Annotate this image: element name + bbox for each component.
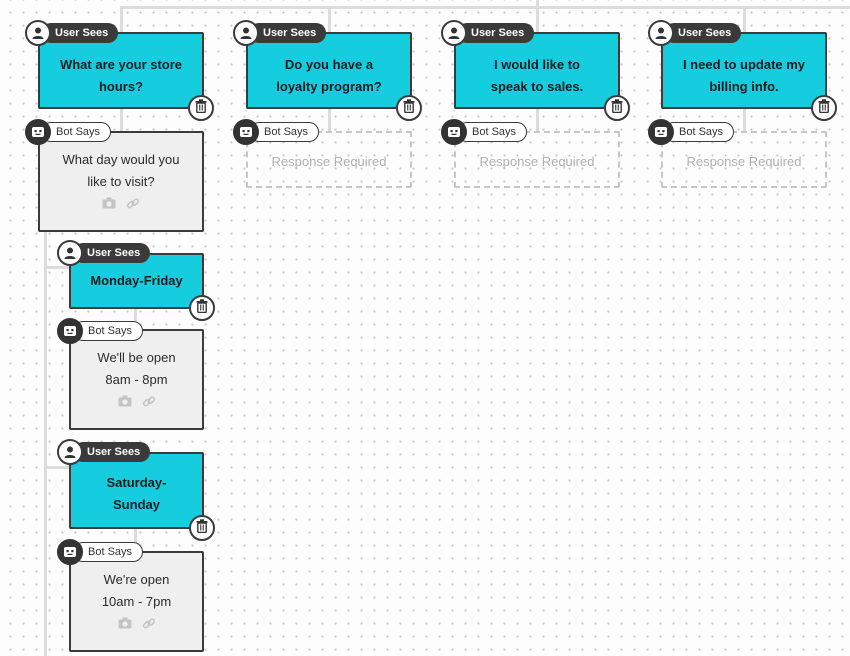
user-card-text: Saturday-Sunday [106,474,167,512]
user-icon [57,439,83,465]
camera-icon[interactable] [102,197,116,211]
bot-says-tag: Bot Says [441,119,528,145]
bot-card-text: We're open 10am - 7pm [101,572,172,609]
bot-icon [233,119,259,145]
connector-1b [120,108,123,132]
delete-button[interactable] [811,95,837,121]
user-sees-label: User Sees [249,23,327,43]
bot-icon [648,119,674,145]
user-sees-label: User Sees [664,23,742,43]
trash-icon [611,98,623,118]
bot-card-store-hours[interactable]: What day would you like to visit? [38,131,204,232]
bot-icon [441,119,467,145]
bot-card-weekdays[interactable]: We'll be open 8am - 8pm [69,329,204,430]
bot-icon [57,539,83,565]
user-card-store-hours[interactable]: What are your store hours? [38,32,204,109]
user-icon [648,20,674,46]
trash-icon [196,518,208,538]
bot-card-response-required[interactable]: Response Required [661,131,827,188]
response-required-text: Response Required [271,154,387,169]
connector-top [120,6,850,9]
user-icon [25,20,51,46]
connector-sub1 [134,308,137,328]
connector-3 [536,6,539,32]
bot-says-label: Bot Says [73,542,144,562]
bot-says-tag: Bot Says [25,119,112,145]
bot-card-response-required[interactable]: Response Required [454,131,620,188]
branch-h2 [44,466,72,469]
user-icon [233,20,259,46]
trash-icon [196,298,208,318]
user-card-text: Monday-Friday [90,273,183,288]
bot-says-label: Bot Says [249,122,320,142]
user-icon [441,20,467,46]
user-sees-tag: User Sees [441,20,535,46]
camera-icon[interactable] [118,395,132,409]
user-card-text: I would like to speak to sales. [490,56,584,94]
user-sees-label: User Sees [73,243,151,263]
trash-icon [403,98,415,118]
connector-3b [536,108,539,132]
user-card-text: Do you have a loyalty program? [276,56,382,94]
delete-button[interactable] [604,95,630,121]
user-card-sales[interactable]: I would like to speak to sales. [454,32,620,109]
user-card-text: What are your store hours? [59,56,183,94]
bot-card-response-required[interactable]: Response Required [246,131,412,188]
link-icon[interactable] [142,395,156,409]
connector-2 [328,6,331,32]
user-card-text: I need to update my billing info. [682,56,806,94]
connector-2b [328,108,331,132]
delete-button[interactable] [188,95,214,121]
bot-says-label: Bot Says [73,321,144,341]
user-card-weekend[interactable]: Saturday-Sunday [69,452,204,529]
branch-line [44,231,47,656]
response-required-text: Response Required [479,154,595,169]
user-icon [57,240,83,266]
camera-icon[interactable] [118,617,132,631]
trash-icon [195,98,207,118]
delete-button[interactable] [396,95,422,121]
user-sees-label: User Sees [41,23,119,43]
connector-1 [120,6,123,32]
user-card-loyalty[interactable]: Do you have a loyalty program? [246,32,412,109]
bot-says-tag: Bot Says [57,318,144,344]
bot-icon [25,119,51,145]
user-sees-tag: User Sees [233,20,327,46]
bot-says-tag: Bot Says [57,539,144,565]
connector-4b [743,108,746,132]
connector-stub [536,0,539,8]
connector-4 [743,6,746,32]
link-icon[interactable] [126,197,140,211]
bot-says-tag: Bot Says [648,119,735,145]
bot-icon [57,318,83,344]
branch-h1 [44,266,72,269]
trash-icon [818,98,830,118]
bot-card-text: We'll be open 8am - 8pm [97,350,176,387]
bot-says-label: Bot Says [664,122,735,142]
bot-says-tag: Bot Says [233,119,320,145]
delete-button[interactable] [189,515,215,541]
response-required-text: Response Required [686,154,802,169]
user-sees-tag: User Sees [648,20,742,46]
user-card-billing[interactable]: I need to update my billing info. [661,32,827,109]
bot-says-label: Bot Says [41,122,112,142]
user-sees-label: User Sees [73,442,151,462]
link-icon[interactable] [142,617,156,631]
user-sees-tag: User Sees [25,20,119,46]
delete-button[interactable] [189,295,215,321]
user-sees-tag: User Sees [57,240,151,266]
user-sees-label: User Sees [457,23,535,43]
bot-card-text: What day would you like to visit? [62,152,180,189]
bot-says-label: Bot Says [457,122,528,142]
bot-card-weekend[interactable]: We're open 10am - 7pm [69,551,204,652]
user-sees-tag: User Sees [57,439,151,465]
